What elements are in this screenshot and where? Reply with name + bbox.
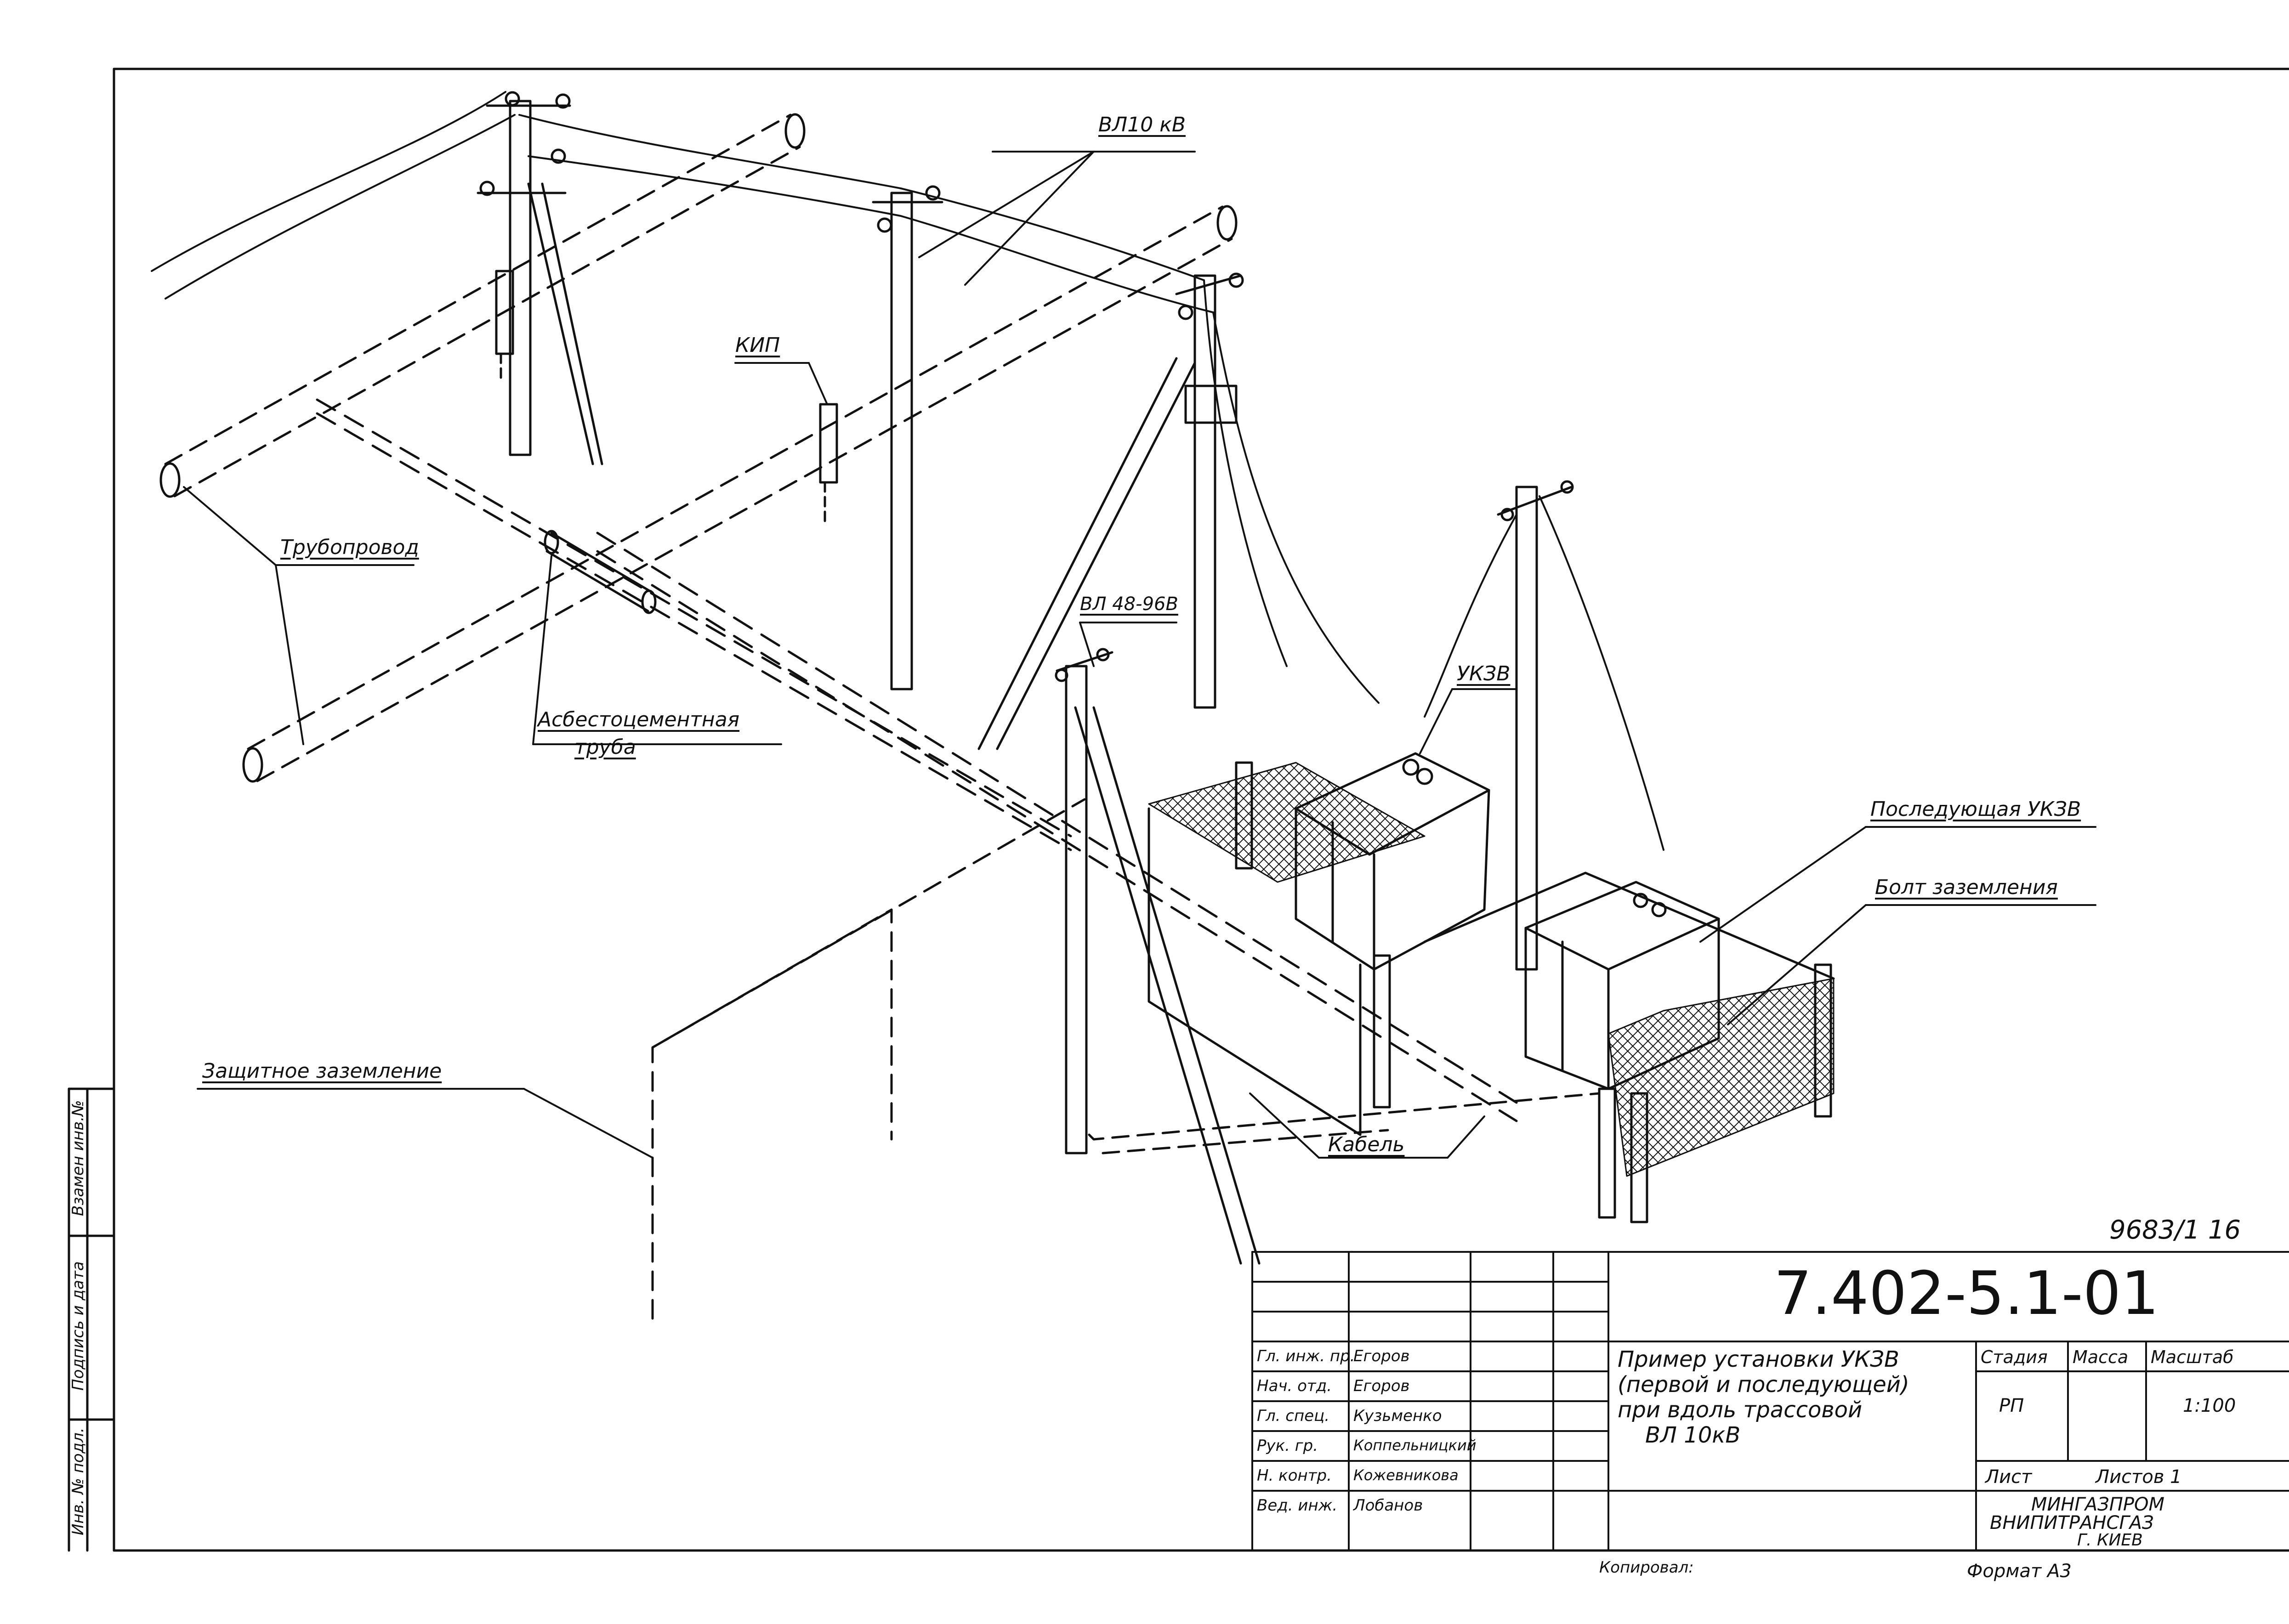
vl10-wires bbox=[151, 91, 1664, 851]
title-line-4: ВЛ 10кВ bbox=[1645, 1422, 1741, 1448]
asbestos-pipe bbox=[544, 530, 657, 614]
enclosure-1 bbox=[1147, 761, 1426, 1136]
cable-runs bbox=[1088, 1092, 1601, 1154]
title-line-3: при вдоль трассовой bbox=[1618, 1397, 1863, 1423]
staff-role-6: Вед. инж. bbox=[1257, 1496, 1338, 1515]
label-ukzv: УКЗВ bbox=[1457, 662, 1511, 685]
staff-role-2: Нач. отд. bbox=[1257, 1377, 1332, 1395]
staff-name-6: Лобанов bbox=[1353, 1496, 1423, 1515]
staff-name-5: Кожевникова bbox=[1353, 1466, 1459, 1484]
label-vl48: ВЛ 48-96В bbox=[1080, 594, 1178, 615]
staff-name-4: Коппельницкий bbox=[1353, 1437, 1477, 1454]
side-stamp-frame bbox=[68, 1087, 115, 1552]
pipeline-1 bbox=[159, 113, 806, 498]
ukzv-cabinet-1 bbox=[1295, 752, 1490, 971]
label-cable: Кабель bbox=[1328, 1133, 1405, 1156]
pole-vl48 bbox=[1055, 648, 1261, 1265]
sheet-frame bbox=[113, 68, 2289, 1552]
enclosure-2 bbox=[1423, 871, 1835, 1223]
scale-value: 1:100 bbox=[2183, 1395, 2236, 1416]
sheet-reference: 9683/1 16 bbox=[2109, 1215, 2241, 1245]
header-mass: Масса bbox=[2073, 1347, 2129, 1367]
stamp-signature-date: Подпись и дата bbox=[69, 1261, 87, 1391]
kip-post-1 bbox=[495, 270, 514, 383]
label-ground-bolt: Болт заземления bbox=[1875, 876, 2058, 899]
label-next-ukzv: Последующая УКЗВ bbox=[1870, 798, 2081, 821]
org-line-1: МИНГАЗПРОМ bbox=[2031, 1494, 2164, 1515]
sheet-label: Лист bbox=[1985, 1466, 2032, 1488]
protective-grounding bbox=[651, 798, 1086, 1320]
staff-role-1: Гл. инж. пр. bbox=[1257, 1347, 1355, 1365]
label-vl10: ВЛ10 кВ bbox=[1098, 113, 1186, 136]
pipeline-2 bbox=[242, 205, 1238, 783]
pole-4 bbox=[1497, 480, 1574, 971]
pole-2 bbox=[872, 185, 943, 690]
label-protective-ground: Защитное заземление bbox=[202, 1059, 442, 1083]
designation: 7.402-5.1-01 bbox=[1774, 1258, 2159, 1328]
format-label: Формат А3 bbox=[1967, 1561, 2072, 1582]
leader-lines bbox=[183, 151, 2096, 1159]
title-line-2: (первой и последующей) bbox=[1618, 1372, 1909, 1398]
staff-role-4: Рук. гр. bbox=[1257, 1437, 1318, 1455]
copied-label: Копировал: bbox=[1599, 1558, 1694, 1577]
stage-value: РП bbox=[1999, 1395, 2024, 1416]
label-asbestos-line1: Асбестоцементная bbox=[538, 708, 740, 731]
pole-1 bbox=[477, 91, 603, 465]
label-kip: КИП bbox=[735, 334, 780, 357]
pole-3 bbox=[977, 272, 1244, 750]
ukzv-cabinet-2 bbox=[1524, 881, 1720, 1090]
kip-post-2 bbox=[819, 403, 838, 525]
stamp-replace-inv: Взамен инв.№ bbox=[69, 1100, 87, 1216]
title-line-1: Пример установки УКЗВ bbox=[1618, 1347, 1899, 1372]
staff-role-3: Гл. спец. bbox=[1257, 1407, 1330, 1425]
stamp-inv-podl: Инв. № подл. bbox=[69, 1427, 87, 1535]
org-line-2: ВНИПИТРАНСГАЗ bbox=[1990, 1512, 2154, 1533]
label-asbestos-line2: труба bbox=[574, 736, 636, 759]
staff-name-2: Егоров bbox=[1353, 1377, 1410, 1395]
label-pipeline: Трубопровод bbox=[280, 536, 419, 559]
staff-name-3: Кузьменко bbox=[1353, 1407, 1442, 1425]
staff-name-1: Егоров bbox=[1353, 1347, 1410, 1365]
cable-trench bbox=[316, 398, 1518, 1122]
org-line-3: Г. КИЕВ bbox=[2077, 1531, 2143, 1550]
header-scale: Масштаб bbox=[2151, 1347, 2234, 1367]
title-block-grid bbox=[1251, 1251, 2289, 1551]
sheets-label: Листов 1 bbox=[2096, 1466, 2182, 1488]
header-stage: Стадия bbox=[1981, 1347, 2048, 1367]
staff-role-5: Н. контр. bbox=[1257, 1466, 1332, 1485]
